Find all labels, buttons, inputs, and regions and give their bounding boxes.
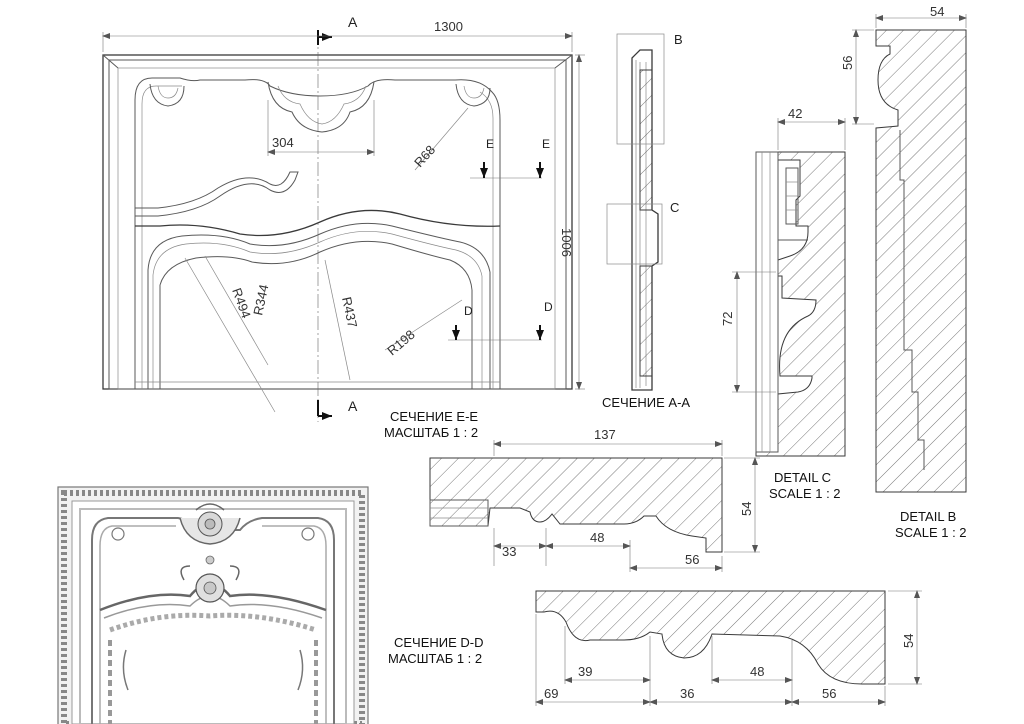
- detail-c-frame: [606, 203, 663, 265]
- label-b: B: [674, 32, 683, 47]
- section-dd-scale: МАСШТАБ 1 : 2: [388, 651, 482, 666]
- section-dd-title: СЕЧЕНИЕ D-D: [394, 635, 484, 650]
- detail-b-frame: [616, 33, 665, 145]
- front-view: A A E E D D 1300 1006 304 R68 R344: [102, 14, 585, 422]
- dim-48-ee: 48: [590, 530, 604, 545]
- section-ee-scale: МАСШТАБ 1 : 2: [384, 425, 478, 440]
- radius-r344: R344: [250, 283, 271, 317]
- dim-54-ee: 54: [739, 502, 754, 516]
- dim-48-dd: 48: [750, 664, 764, 679]
- detail-b-scale: SCALE 1 : 2: [895, 525, 967, 540]
- radius-r437: R437: [339, 296, 360, 330]
- section-aa-title: СЕЧЕНИЕ А-А: [602, 395, 690, 410]
- radius-r68: R68: [411, 142, 438, 170]
- ornament-render: [57, 486, 369, 724]
- cut-d-right: D: [544, 300, 553, 314]
- dim-width: 1300: [434, 19, 463, 34]
- section-dd: 54 39 48 69 36 56 СЕЧЕНИЕ D-D МАСШТАБ 1 …: [388, 590, 922, 706]
- detail-c-title: DETAIL C: [774, 470, 831, 485]
- top-cartouche: [267, 81, 375, 133]
- detail-b-title: DETAIL B: [900, 509, 956, 524]
- dim-72: 72: [720, 312, 735, 326]
- cut-a-bottom: A: [348, 398, 358, 414]
- dim-304: 304: [272, 135, 294, 150]
- label-c: C: [670, 200, 679, 215]
- radius-r494: R494: [229, 286, 254, 320]
- dim-56-b: 56: [840, 56, 855, 70]
- detail-c-scale: SCALE 1 : 2: [769, 486, 841, 501]
- dim-56-dd: 56: [822, 686, 836, 701]
- arch-band: [135, 209, 501, 237]
- scroll-wave: [135, 171, 299, 217]
- dim-69: 69: [544, 686, 558, 701]
- cut-e-right: E: [542, 137, 550, 151]
- section-ee-title: СЕЧЕНИЕ Е-Е: [390, 409, 478, 424]
- cut-d-left: D: [464, 304, 473, 318]
- section-ee: 137 54 33 48 56 СЕЧЕНИЕ Е-Е МАСШТАБ 1 : …: [384, 409, 760, 572]
- dim-54-dd: 54: [901, 634, 916, 648]
- radius-r198: R198: [384, 327, 417, 358]
- dim-137: 137: [594, 427, 616, 442]
- dim-height: 1006: [559, 228, 574, 257]
- detail-b: 54 56 DETAIL B SCALE 1 : 2: [840, 4, 967, 540]
- detail-c: 42 72 DETAIL C SCALE 1 : 2: [720, 106, 846, 501]
- dim-33: 33: [502, 544, 516, 559]
- panel-top-edge: [134, 77, 501, 389]
- dim-54-b: 54: [930, 4, 944, 19]
- dim-56-ee: 56: [685, 552, 699, 567]
- cut-e-left: E: [486, 137, 494, 151]
- dim-42: 42: [788, 106, 802, 121]
- dim-36: 36: [680, 686, 694, 701]
- cut-a-top: A: [348, 14, 358, 30]
- section-aa: B C СЕЧЕНИЕ А-А: [602, 32, 690, 410]
- dim-39: 39: [578, 664, 592, 679]
